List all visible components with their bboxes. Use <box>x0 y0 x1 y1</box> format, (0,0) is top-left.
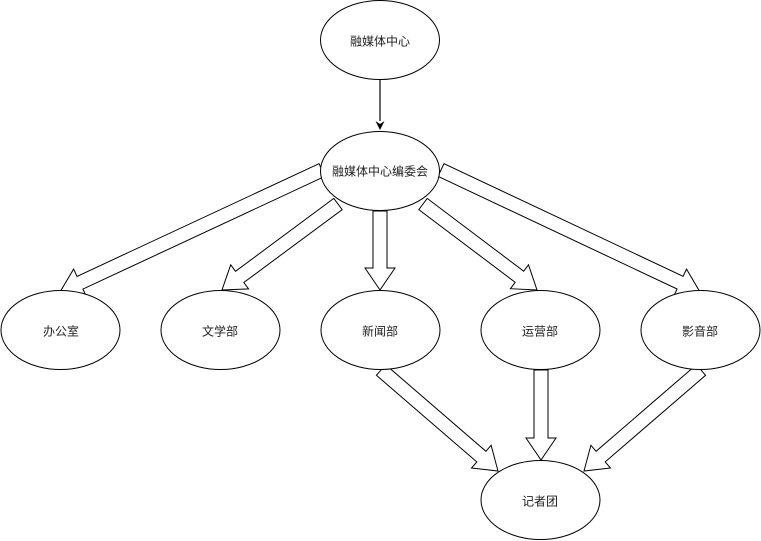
block-arrow-media-reporters <box>583 363 707 472</box>
block-arrow-committee-media <box>437 163 701 297</box>
block-arrow-committee-office <box>59 163 326 297</box>
edges-layer <box>59 80 707 472</box>
block-arrow-committee-news <box>364 210 396 291</box>
arrowhead-center-committee <box>375 121 385 130</box>
node-news[interactable] <box>320 290 441 370</box>
node-media[interactable] <box>640 290 761 370</box>
node-operations[interactable] <box>480 290 601 370</box>
node-center[interactable] <box>320 0 440 80</box>
block-arrow-committee-operations <box>418 197 538 291</box>
node-office[interactable] <box>0 290 121 370</box>
block-arrow-news-reporters <box>375 363 499 472</box>
node-committee[interactable] <box>320 131 440 211</box>
node-reporters[interactable] <box>480 460 601 540</box>
block-arrow-committee-literature <box>221 197 343 291</box>
block-arrow-operations-reporters <box>525 369 557 461</box>
node-literature[interactable] <box>160 290 281 370</box>
